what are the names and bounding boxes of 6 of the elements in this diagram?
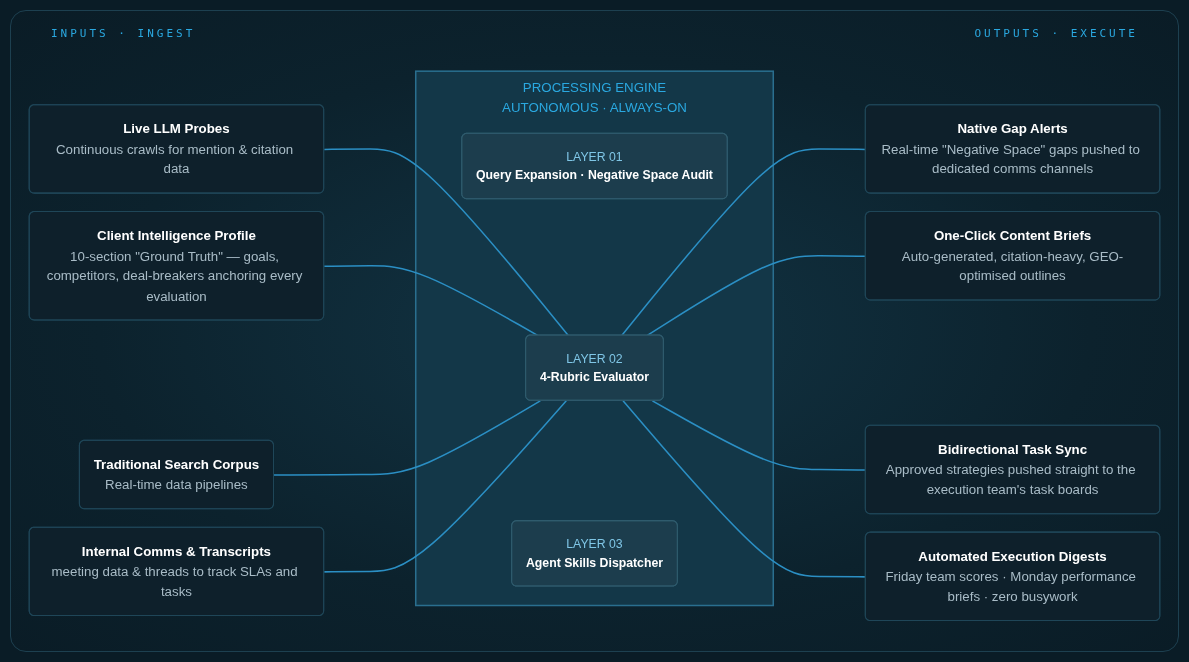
connector [323,148,570,337]
connector [323,265,539,337]
connector [323,400,568,573]
section-heading: OUTPUTS · EXECUTE [974,26,1138,40]
connector [273,400,542,476]
section-heading: INPUTS · INGEST [51,26,196,40]
